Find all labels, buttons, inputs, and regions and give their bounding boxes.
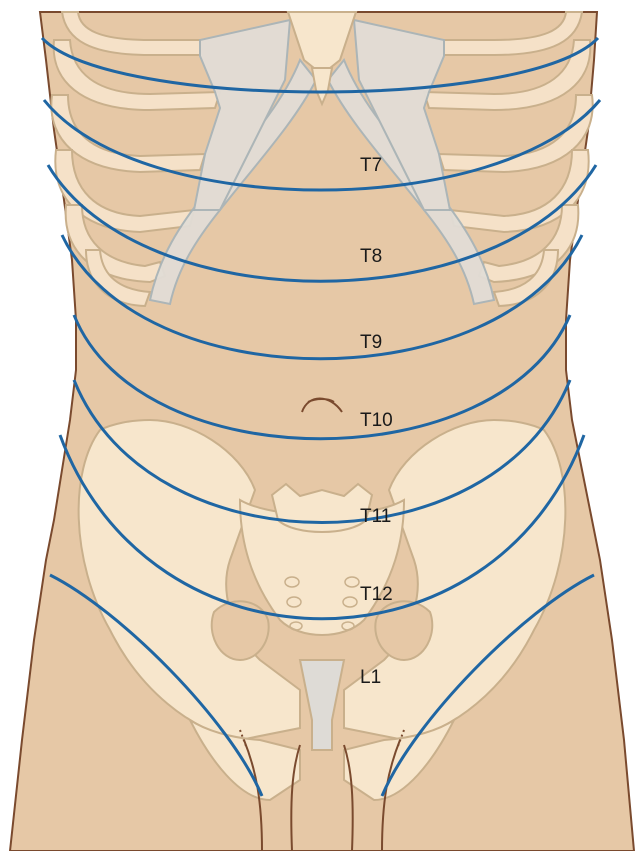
sternum (286, 11, 358, 107)
obturator-left (210, 600, 270, 662)
foramen (344, 576, 360, 588)
dermatome-line-t9 (60, 234, 584, 361)
pubic-arch (187, 717, 301, 802)
dermatome-line-t10 (72, 314, 572, 441)
lumbar-vertebra (270, 482, 374, 533)
dermatome-line-t7 (42, 99, 602, 192)
thigh-contour-left-inner (290, 744, 301, 851)
costal-cartilage-left-upper (192, 18, 292, 211)
label-t12: T12 (360, 584, 393, 605)
coccyx (298, 659, 346, 751)
thigh-contour-right-inner (343, 744, 354, 851)
rib-right-2 (422, 39, 592, 112)
label-t7: T7 (360, 155, 382, 176)
dermatome-line-t8 (46, 164, 598, 283)
dermatome-line-l1-right (380, 573, 595, 797)
foramen (289, 621, 303, 631)
dermatome-line-t11 (72, 379, 572, 524)
costal-cartilage-right-upper (352, 18, 452, 211)
foramen (341, 621, 355, 631)
label-l1: L1 (360, 667, 381, 688)
rib-left-2 (52, 39, 222, 112)
pubic-arch-right (343, 717, 457, 802)
rib-right-3 (437, 94, 594, 174)
label-t9: T9 (360, 332, 382, 353)
label-t11: T11 (360, 506, 391, 527)
dermatome-lines (40, 36, 602, 797)
foramen (342, 596, 358, 608)
costal-cartilage (148, 18, 496, 306)
obturator-right (374, 600, 434, 662)
foramen (284, 576, 300, 588)
xiphoid-process (310, 67, 334, 107)
umbilicus-icon (301, 397, 343, 413)
foramen (286, 596, 302, 608)
sacral-foramina (284, 576, 360, 631)
dermatome-line-t12 (58, 434, 586, 621)
dermatome-line-l1 (49, 573, 264, 797)
rib-left-3 (50, 94, 207, 174)
dermatome-line-t6 (40, 36, 600, 94)
pelvis (77, 418, 567, 802)
label-t10: T10 (360, 410, 393, 431)
label-t8: T8 (360, 246, 382, 267)
